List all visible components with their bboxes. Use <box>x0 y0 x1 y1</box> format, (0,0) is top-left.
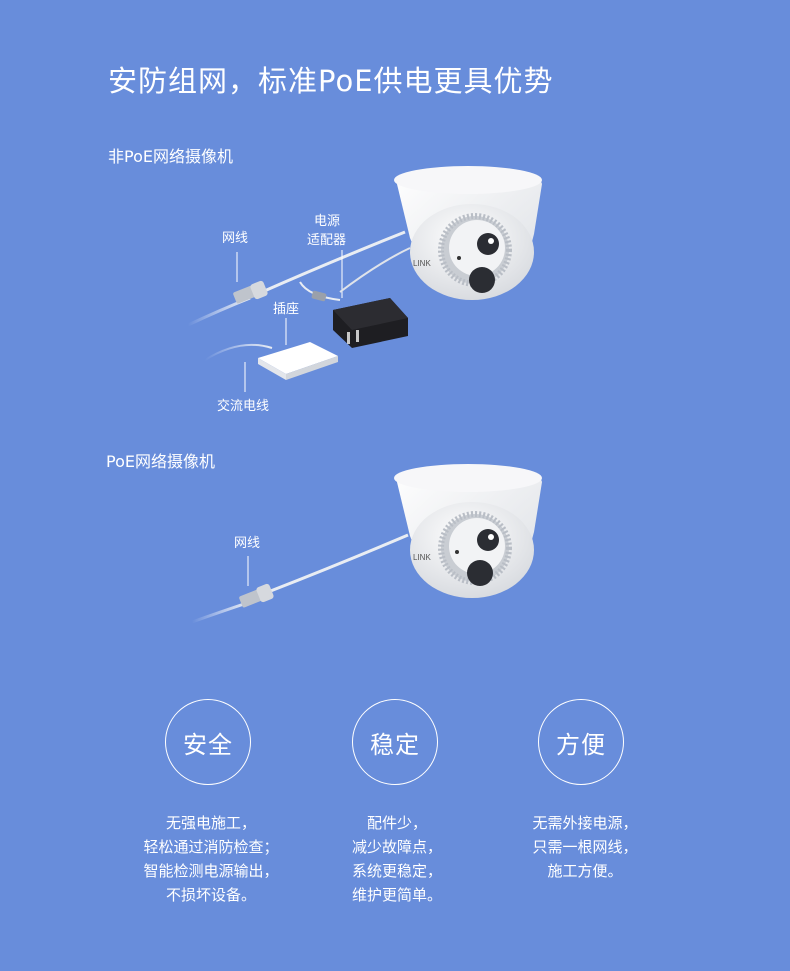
feature-desc-stable: 配件少， 减少故障点， 系统更稳定， 维护更简单。 <box>297 811 497 907</box>
wall-socket-icon <box>258 342 338 380</box>
feature-circle-convenient: 方便 <box>538 699 624 785</box>
non-poe-illustration: LINK <box>187 166 542 392</box>
feature-line: 无强电施工， <box>165 814 256 832</box>
callout-network-cable: 网线 <box>222 231 249 246</box>
rj45-connector-icon <box>239 583 274 608</box>
feature-line: 无需外接电源， <box>532 814 638 832</box>
feature-line: 智能检测电源输出， <box>143 862 279 880</box>
camera-brand-mark: LINK <box>413 259 431 268</box>
feature-line: 不损坏设备。 <box>165 886 256 904</box>
callout-poe-network-cable: 网线 <box>234 536 261 551</box>
feature-line: 只需一根网线， <box>532 838 638 856</box>
callout-adapter: 适配器 <box>307 233 347 248</box>
network-cable <box>261 230 406 294</box>
page-title: 安防组网，标准PoE供电更具优势 <box>108 64 554 98</box>
callout-ac-cable: 交流电线 <box>217 399 270 414</box>
poe-section-label: PoE网络摄像机 <box>106 452 215 471</box>
non-poe-camera: LINK <box>394 166 542 300</box>
feature-line: 配件少， <box>366 814 427 832</box>
non-poe-section-label: 非PoE网络摄像机 <box>108 147 233 166</box>
camera-brand-mark: LINK <box>413 553 431 562</box>
feature-line: 维护更简单。 <box>351 886 442 904</box>
feature-line: 系统更稳定， <box>351 862 442 880</box>
power-adapter-icon <box>333 298 408 348</box>
feature-desc-convenient: 无需外接电源， 只需一根网线， 施工方便。 <box>485 811 685 883</box>
feature-line: 轻松通过消防检查； <box>143 838 279 856</box>
poe-illustration: LINK <box>191 464 542 624</box>
callout-power: 电源 <box>314 214 341 229</box>
callout-socket: 插座 <box>273 302 300 317</box>
rj45-connector-icon <box>233 280 268 304</box>
feature-line: 施工方便。 <box>547 862 623 880</box>
feature-circle-stable: 稳定 <box>352 699 438 785</box>
feature-circle-safe: 安全 <box>165 699 251 785</box>
cable-tail <box>191 600 251 624</box>
feature-line: 减少故障点， <box>351 838 442 856</box>
poe-camera: LINK <box>394 464 542 598</box>
feature-desc-safe: 无强电施工， 轻松通过消防检查； 智能检测电源输出， 不损坏设备。 <box>111 811 311 907</box>
poe-network-cable <box>267 533 409 594</box>
